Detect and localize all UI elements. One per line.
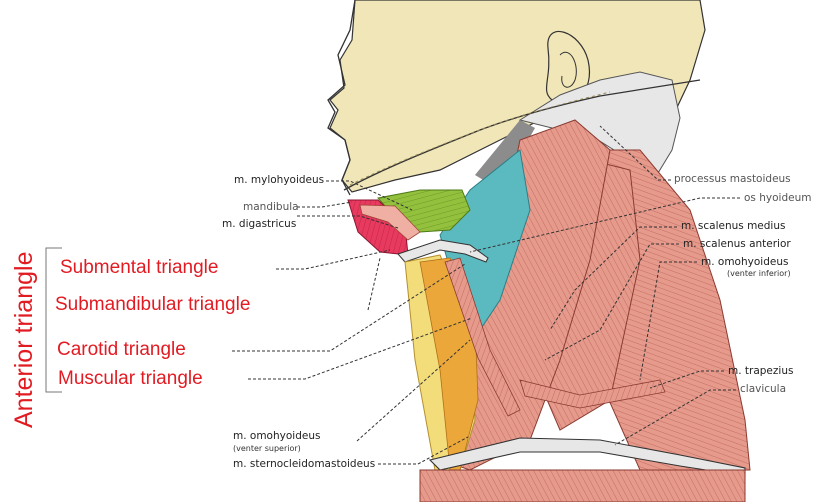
label-submandibular-triangle: Submandibular triangle bbox=[55, 294, 251, 315]
group-bracket bbox=[45, 247, 62, 393]
label-scalenus-medius: m. scalenus medius bbox=[681, 220, 786, 232]
label-omohyoideus-inferior-sub: (venter inferior) bbox=[727, 269, 791, 278]
label-mylohyoideus: m. mylohyoideus bbox=[234, 174, 325, 186]
label-clavicula: clavicula bbox=[740, 383, 787, 395]
hyoid-bone bbox=[397, 239, 489, 263]
omohyoid-muscle bbox=[444, 257, 521, 417]
skull bbox=[329, 0, 706, 193]
label-omohyoideus-inferior: m. omohyoideus bbox=[701, 256, 789, 268]
label-scalenus-anterior: m. scalenus anterior bbox=[683, 238, 791, 250]
label-muscular-triangle: Muscular triangle bbox=[58, 368, 203, 389]
label-omohyoideus-superior: m. omohyoideus bbox=[233, 430, 321, 442]
label-submental-triangle: Submental triangle bbox=[60, 257, 219, 278]
label-omohyoideus-superior-sub: (venter superior) bbox=[233, 444, 301, 453]
label-processus-mastoideus: processus mastoideus bbox=[674, 173, 791, 185]
label-digastricus: m. digastricus bbox=[222, 218, 297, 230]
label-mandibula: mandibula bbox=[243, 201, 299, 213]
label-trapezius: m. trapezius bbox=[728, 365, 794, 377]
label-anterior-triangle: Anterior triangle bbox=[10, 251, 38, 428]
label-carotid-triangle: Carotid triangle bbox=[57, 339, 186, 360]
label-sternocleidomastoideus: m. sternocleidomastoideus bbox=[233, 458, 376, 470]
label-os-hyoideum: os hyoideum bbox=[744, 192, 812, 204]
